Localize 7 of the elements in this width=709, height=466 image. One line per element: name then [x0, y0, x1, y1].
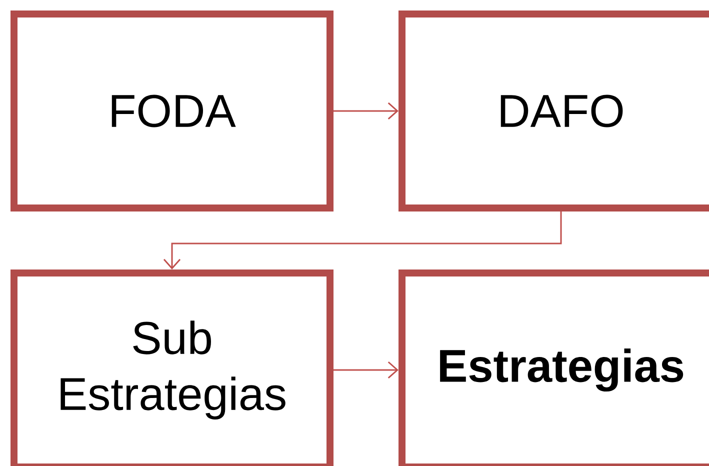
- process-box: FODA: [10, 10, 334, 212]
- process-box: Sub Estrategias: [10, 270, 334, 466]
- arrow: [334, 102, 398, 120]
- arrow: [163, 212, 562, 270]
- process-box: Estrategias: [398, 270, 709, 466]
- process-box: DAFO: [398, 10, 709, 212]
- arrow: [334, 361, 398, 379]
